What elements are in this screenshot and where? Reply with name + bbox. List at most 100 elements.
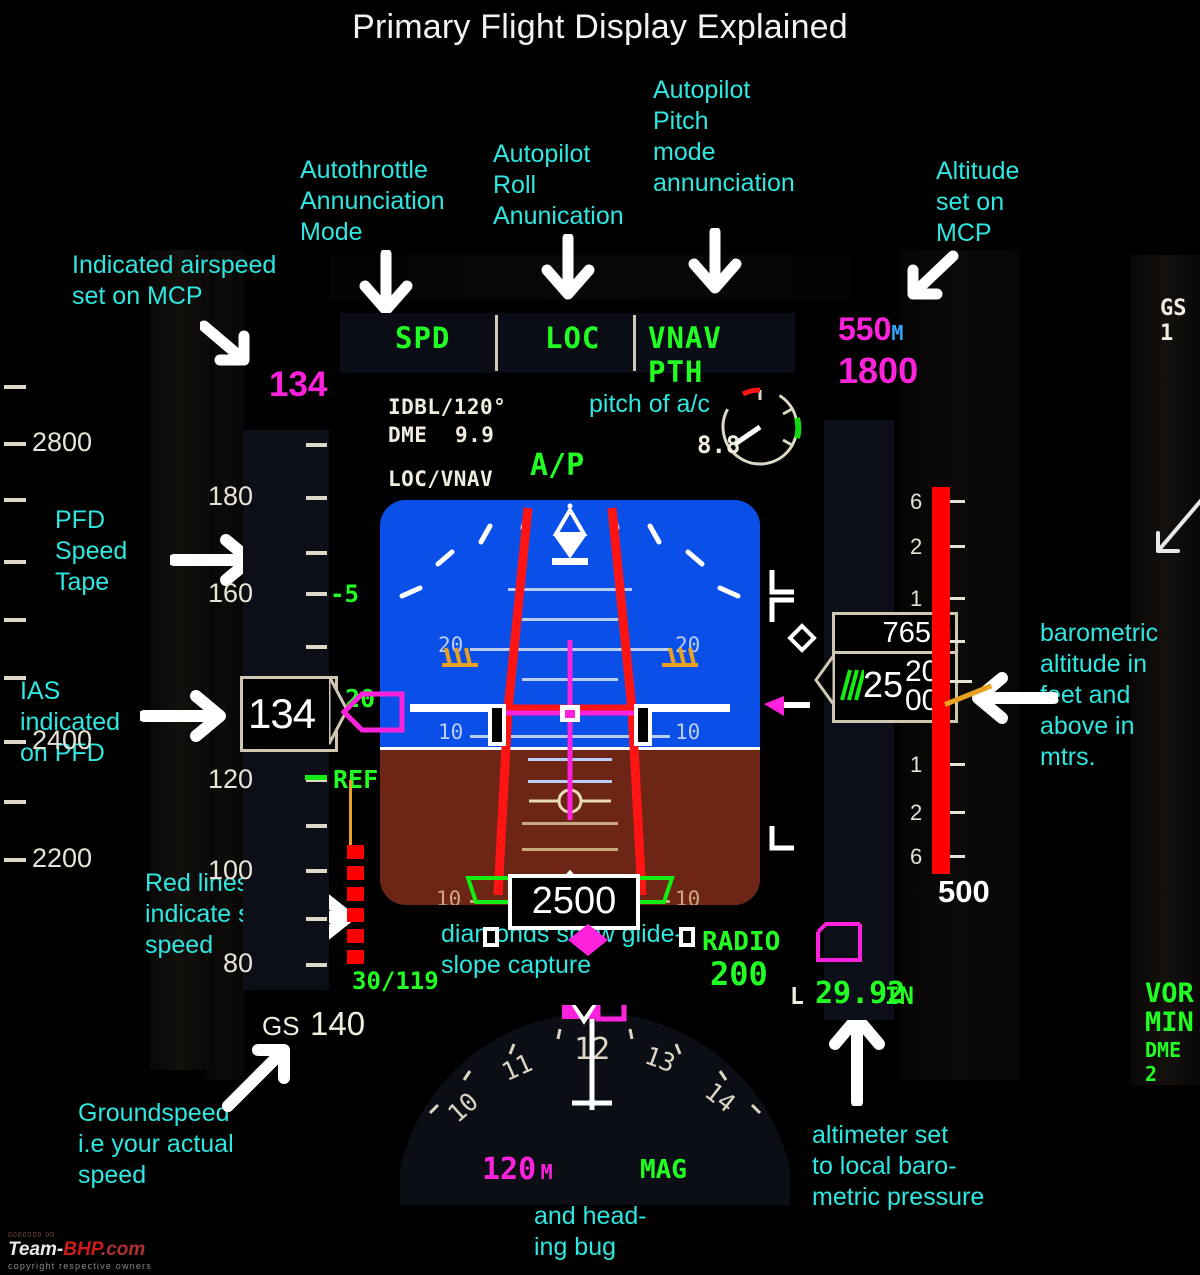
- speed-tick-80: [306, 963, 327, 967]
- speed-tick-90: [306, 917, 327, 921]
- speed-tick-180: [306, 496, 327, 500]
- vs-label-up-1: 1: [910, 586, 923, 611]
- speed-label-120: 120: [207, 764, 253, 794]
- alt-tick-5: [4, 618, 26, 622]
- annotation-groundspeed: Groundspeed i.e your actual speed: [78, 1099, 234, 1189]
- alt-label-2200: 2200: [32, 843, 92, 874]
- watermark-brand-b: BHP: [63, 1239, 101, 1260]
- baro-prefix: L: [790, 984, 804, 1010]
- fma-pitch-mode: VNAV PTH: [648, 321, 722, 389]
- annotation-autothrottle-mode: Autothrottle Annunciation Mode: [300, 156, 445, 246]
- alt-hatch-icon: [840, 669, 864, 701]
- cockpit-bezel-top: [330, 255, 850, 300]
- compass-lubber-line: [572, 1019, 612, 1110]
- alt-box-pointer: [814, 655, 834, 705]
- pitch-line-sky-1: [508, 588, 632, 591]
- pitch-label-minus10-left: 10: [436, 887, 462, 905]
- alt-tick-6: [4, 800, 26, 804]
- fma-roll-mode: LOC: [545, 321, 601, 355]
- dme-label: DME: [388, 423, 428, 447]
- watermark-brand-a: Team-: [8, 1239, 64, 1260]
- fma-autothrottle-mode: SPD: [395, 321, 451, 355]
- watermark-brand: Team-BHP.com: [8, 1239, 152, 1261]
- flight-mode-annunciator: SPD LOC VNAV PTH: [340, 313, 795, 389]
- speed-tick-100: [306, 869, 327, 873]
- vs-label-down-6: 6: [910, 844, 923, 869]
- fma-divider-1: [495, 315, 498, 371]
- speed-tick-120: [306, 778, 327, 782]
- speed-ref-label: REF: [333, 765, 379, 794]
- fma-divider-2: [633, 315, 636, 371]
- alt-meters-value: 765: [882, 617, 931, 649]
- right-panel-vor-2: MIN: [1145, 1007, 1194, 1038]
- ias-readout-box: 134: [240, 676, 338, 752]
- ias-box-pointer: [329, 676, 349, 745]
- speed-label-160: 160: [207, 578, 253, 608]
- speed-trend-vector: [340, 691, 405, 733]
- alt-tick-3: [4, 498, 26, 502]
- ref-bug-line: [305, 775, 327, 780]
- compass-reference: MAG: [640, 1155, 687, 1185]
- vs-tick-up-1: [950, 597, 965, 600]
- vs-tick-up-2: [950, 545, 965, 548]
- groundspeed-value: 140: [310, 1005, 366, 1042]
- right-panel-vor-1: VOR: [1145, 978, 1194, 1009]
- cockpit-panel-far-right: [1130, 255, 1200, 1085]
- annotation-barometric-altitude: barometric altitude in feet and above in…: [1040, 619, 1159, 771]
- radio-altimeter-label: RADIO: [702, 927, 781, 957]
- vs-tick-zero: [950, 680, 972, 683]
- aircraft-reference-symbol: [410, 704, 730, 746]
- right-panel-gs: GS 1: [1160, 296, 1187, 346]
- watermark-sub: copyright respective owners: [8, 1261, 152, 1271]
- wind-readout: 30/119: [352, 967, 439, 995]
- nav-source-ident: IDBL/120°: [388, 395, 507, 419]
- stall-speed-bar: [347, 845, 364, 964]
- pitch-label-minus10-right: 10: [675, 887, 701, 905]
- pitch-dial: [715, 382, 805, 477]
- alt-tick-2200: [4, 858, 26, 862]
- compass-rose: 10 11 12 13 14 120 M MAG: [400, 1005, 790, 1205]
- vs-bottom-label: 500: [938, 874, 990, 909]
- heading-bug-unit: M: [540, 1160, 553, 1184]
- annotation-autopilot-pitch: Autopilot Pitch mode annunciation: [653, 76, 795, 197]
- arrow-to-altitude-box: [966, 670, 1058, 726]
- vs-tick-down-6: [950, 855, 965, 858]
- speed-label-100: 100: [207, 855, 253, 885]
- pitch-label-10-left: 10: [438, 720, 464, 744]
- alt-label-2400: 2400: [32, 725, 92, 756]
- alt-tick-1: [4, 385, 26, 389]
- annotation-indicated-airspeed-mcp: Indicated airspeed set on MCP: [72, 251, 277, 310]
- altitude-range-arc: [465, 876, 675, 904]
- groundspeed-label: GS: [262, 1011, 300, 1041]
- speed-trend-minus5: -5: [330, 580, 359, 608]
- annotation-altimeter-baro: altimeter set to local baro- metric pres…: [812, 1121, 985, 1211]
- selected-altitude-value: 2500: [531, 880, 617, 922]
- page-title: Primary Flight Display Explained: [352, 8, 848, 46]
- alt-label-2800: 2800: [32, 427, 92, 458]
- speed-tick-110: [306, 824, 327, 828]
- attitude-director-indicator: 20 20 10 10 10 10: [380, 500, 760, 905]
- annotation-altitude-set-mcp: Altitude set on MCP: [936, 157, 1020, 247]
- pitch-label-10-right: 10: [675, 720, 701, 744]
- watermark: 0000000 00 : Team-BHP.com copyright resp…: [8, 1232, 152, 1271]
- pitch-line-gnd-1: [522, 822, 618, 825]
- arrow-to-pitch-mode: [684, 228, 746, 298]
- annotation-red-lines-stall: Red lines indicate stall speed: [145, 869, 283, 959]
- arrow-to-ias-box: [140, 688, 232, 744]
- minimums-box-icon: [816, 922, 862, 962]
- mcp-selected-speed: 134: [269, 365, 328, 404]
- bank-amber-markers: [442, 647, 698, 667]
- heading-bug-value: 120: [482, 1152, 537, 1187]
- alt-thousands: 25: [863, 664, 904, 705]
- alt-tick-2400: [4, 740, 26, 744]
- vs-tick-up-6: [950, 500, 965, 503]
- vs-tick-down-2: [950, 811, 965, 814]
- cockpit-panel-left: [150, 250, 210, 1070]
- ias-value: 134: [248, 690, 316, 737]
- right-panel-dme: DME 2: [1145, 1038, 1182, 1086]
- compass-ticks: [428, 1028, 762, 1115]
- radio-altimeter-value: 200: [710, 955, 768, 993]
- mcp-selected-altitude-feet: 1800: [838, 350, 919, 391]
- alt-label-2400-value: 2400: [32, 725, 93, 755]
